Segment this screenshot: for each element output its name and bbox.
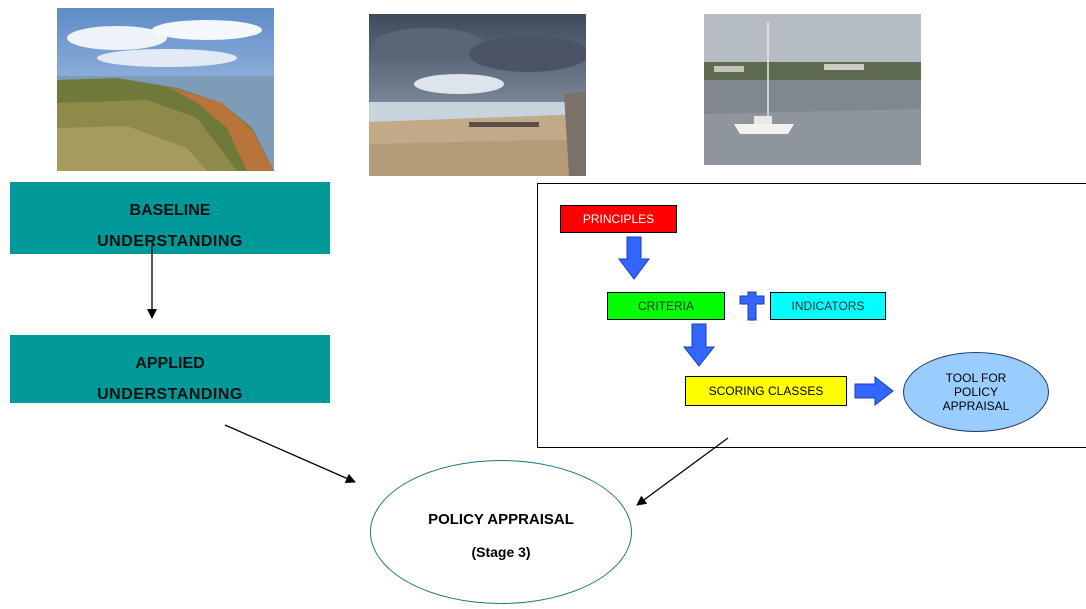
framework-to-policy-arrow [636,437,729,506]
plus-icon [739,291,765,321]
indicators-box: INDICATORS [770,292,886,320]
scoring-classes-box: SCORING CLASSES [685,376,847,406]
principles-label: PRINCIPLES [582,212,655,226]
principles-to-criteria-arrow-icon [618,236,650,280]
baseline-sublabel: UNDERSTANDING [97,233,243,250]
applied-sublabel: UNDERSTANDING [97,386,243,403]
tool-for-policy-appraisal-ellipse: TOOL FOR POLICY APPRAISAL [903,352,1049,432]
policy-appraisal-stage: (Stage 3) [471,544,531,560]
policy-appraisal-ellipse: POLICY APPRAISAL (Stage 3) [370,460,632,604]
applied-to-policy-arrow [224,424,356,483]
baseline-understanding-box: BASELINE UNDERSTANDING [10,182,330,254]
criteria-label: CRITERIA [637,299,694,313]
scoring-classes-label: SCORING CLASSES [708,384,824,398]
criteria-to-scoring-arrow-icon [682,323,716,367]
scoring-to-tool-arrow-icon [854,375,894,407]
baseline-label: BASELINE [129,202,211,219]
tool-label-line3: APPRAISAL [942,399,1010,413]
applied-understanding-box: APPLIED UNDERSTANDING [10,335,330,403]
tool-label-line1: TOOL FOR [945,371,1007,385]
tool-label-line2: POLICY [953,385,998,399]
beach-photo [369,14,586,176]
applied-label: APPLIED [135,355,205,372]
sailboat-photo [704,14,921,165]
cliff-photo [57,8,274,171]
policy-appraisal-title: POLICY APPRAISAL [428,511,574,528]
indicators-label: INDICATORS [791,299,865,313]
criteria-box: CRITERIA [607,292,725,320]
principles-box: PRINCIPLES [560,205,677,233]
